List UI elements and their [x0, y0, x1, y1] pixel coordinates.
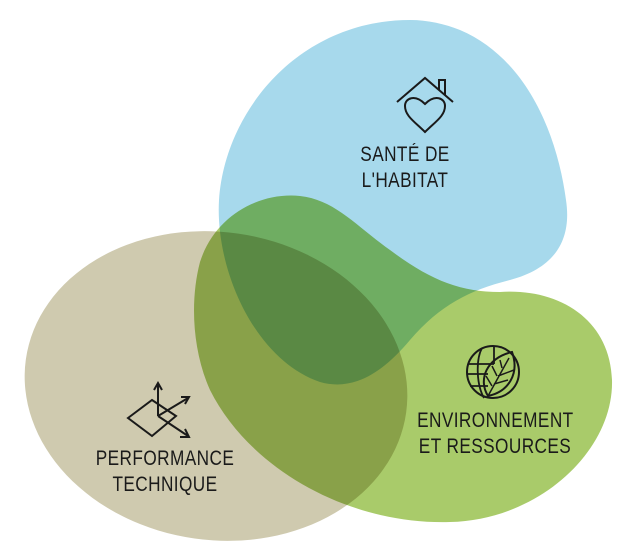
environnement-label-line1: ENVIRONNEMENT [417, 409, 574, 432]
house-heart-icon [396, 76, 454, 134]
environnement-label: ENVIRONNEMENT ET RESSOURCES [417, 408, 573, 460]
sante-label-line1: SANTÉ DE [360, 143, 450, 166]
3d-axes-icon [126, 380, 191, 438]
sante-label: SANTÉ DE L'HABITAT [344, 142, 467, 194]
performance-label: PERFORMANCE TECHNIQUE [95, 446, 234, 498]
performance-label-line1: PERFORMANCE [95, 447, 235, 470]
sante-circle [218, 20, 568, 385]
environnement-label-line2: ET RESSOURCES [418, 435, 572, 458]
performance-label-line2: TECHNIQUE [112, 473, 218, 496]
globe-leaf-icon [466, 345, 520, 399]
sante-label-line2: L'HABITAT [361, 169, 449, 192]
